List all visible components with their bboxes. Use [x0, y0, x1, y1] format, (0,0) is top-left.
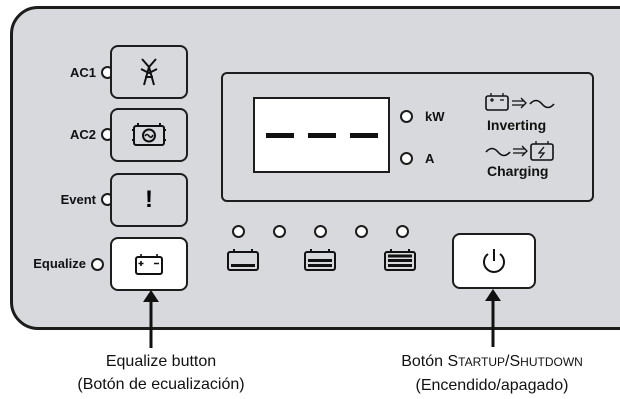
startup-caption-slash: / [505, 353, 510, 370]
readout-dash [265, 132, 294, 138]
startup-caption-hutdown: HUTDOWN [520, 355, 583, 369]
battery-level-led [396, 225, 409, 238]
battery-low-icon [227, 249, 259, 271]
battery-full-icon [384, 249, 416, 271]
equalize-button[interactable] [110, 237, 188, 291]
charging-label: Charging [487, 163, 549, 179]
display-frame [221, 72, 594, 202]
readout-dash [349, 132, 378, 138]
equalize-led [91, 258, 104, 271]
inverting-label: Inverting [487, 117, 547, 133]
kw-unit-label: kW [425, 109, 445, 124]
lcd-readout [253, 97, 390, 173]
startup-caption-s2: S [509, 353, 521, 370]
charging-mode-icon [485, 141, 554, 161]
exclamation-icon: ! [145, 186, 153, 213]
generator-icon [132, 123, 166, 146]
equalize-caption: Equalize button (Botón de ecualización) [36, 350, 286, 396]
startup-caption-prefix: Botón [401, 353, 448, 370]
amps-unit-label: A [425, 151, 435, 166]
startup-caption-line1: Botón STARTUP/SHUTDOWN [364, 350, 620, 374]
power-icon [483, 249, 505, 273]
battery-plus-minus-icon [135, 254, 163, 275]
startup-caption-tartup: TARTUP [458, 355, 506, 369]
battery-level-led [314, 225, 327, 238]
startup-caption: Botón STARTUP/SHUTDOWN (Encendido/apagad… [364, 350, 620, 397]
equalize-caption-line2: (Botón de ecualización) [77, 376, 245, 393]
battery-medium-icon [304, 249, 336, 271]
ac1-button[interactable] [110, 45, 188, 99]
ac2-label: AC2 [69, 127, 96, 142]
battery-level-led [273, 225, 286, 238]
event-label: Event [60, 192, 96, 207]
battery-level-led [355, 225, 368, 238]
amps-led [400, 152, 413, 165]
ac1-tower-icon [140, 58, 158, 86]
startup-callout-arrow [485, 289, 501, 347]
startup-caption-s: S [447, 353, 459, 370]
equalize-caption-line1: Equalize button [105, 353, 217, 370]
equalize-callout-arrow [143, 290, 159, 348]
event-button[interactable]: ! [110, 173, 188, 227]
readout-dash [307, 132, 336, 138]
ac2-button[interactable] [110, 108, 188, 162]
inverting-mode-icon [485, 93, 555, 111]
startup-caption-line2: (Encendido/apagado) [415, 377, 569, 394]
equalize-label: Equalize [33, 256, 86, 271]
ac1-label: AC1 [69, 65, 96, 80]
battery-level-led [232, 225, 245, 238]
kw-led [400, 110, 413, 123]
startup-shutdown-button[interactable] [452, 233, 536, 289]
